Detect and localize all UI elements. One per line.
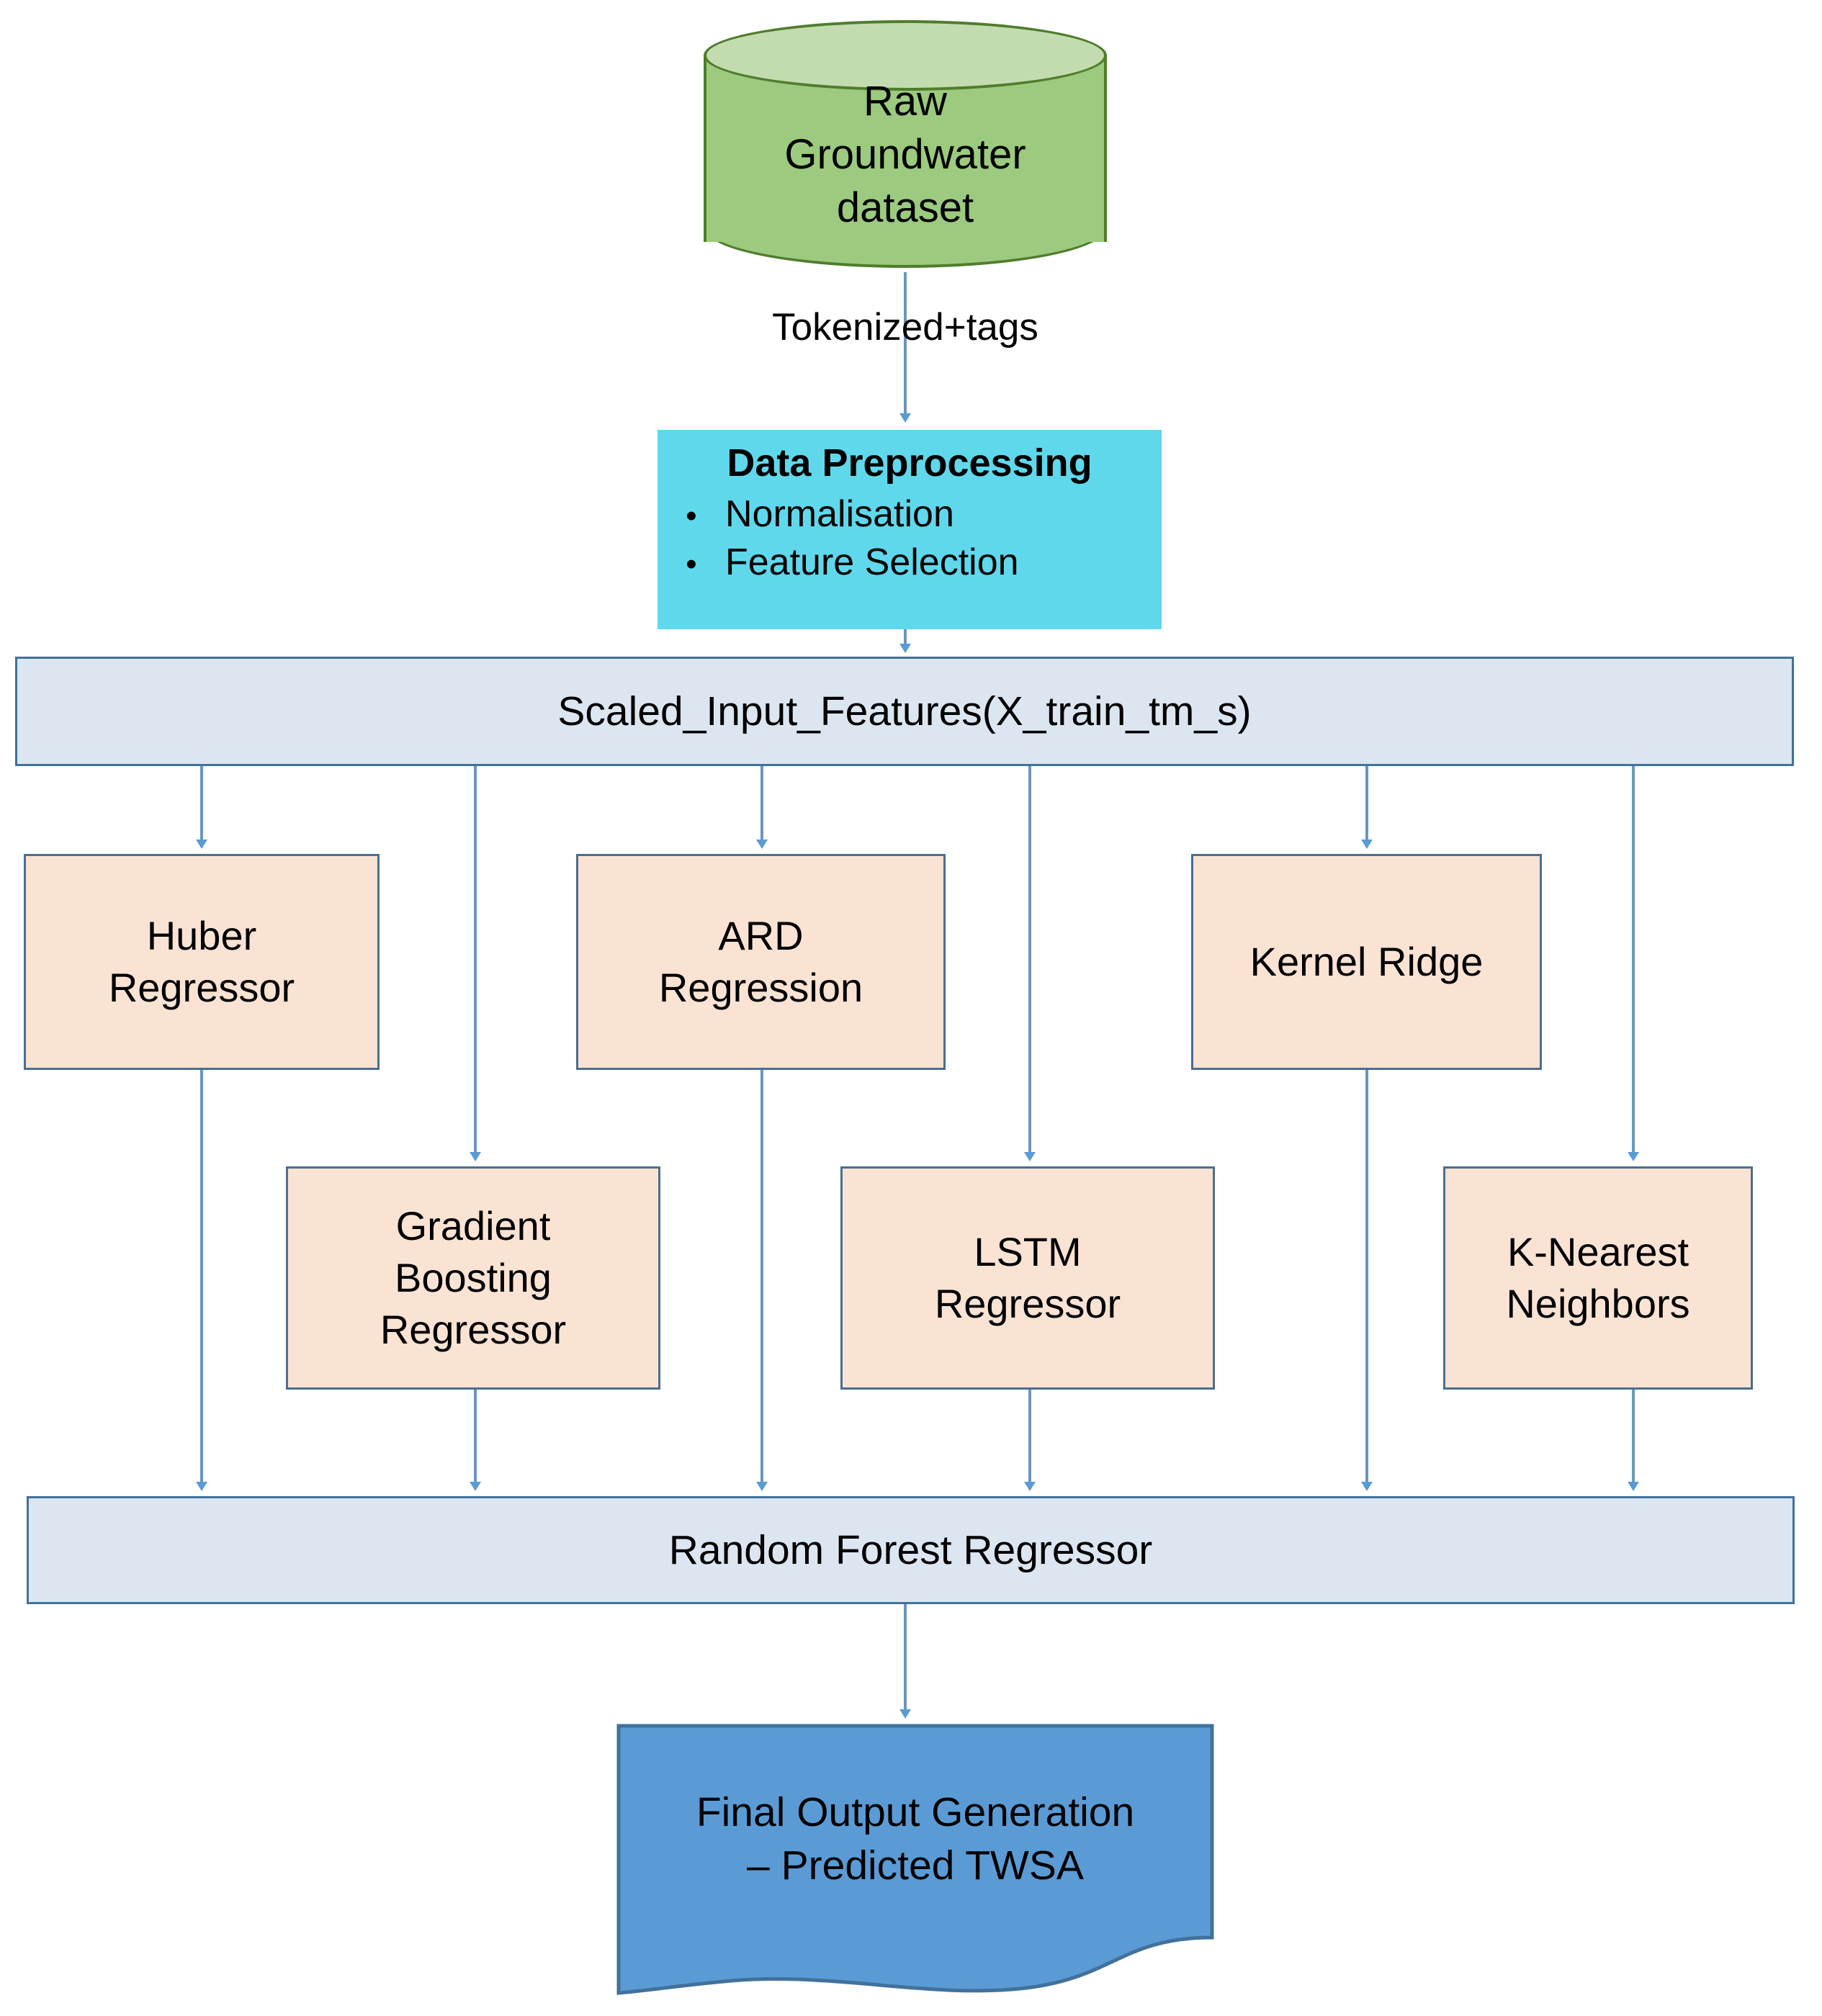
node-random-forest-regressor[interactable]: Random Forest Regressor <box>27 1496 1795 1604</box>
bullet-icon: • <box>686 546 697 582</box>
node-k-nearest-neighbors[interactable]: K-Nearest Neighbors <box>1443 1166 1753 1390</box>
preprocessing-title: Data Preprocessing <box>727 441 1092 485</box>
node-scaled-input-features[interactable]: Scaled_Input_Features(X_train_tm_s) <box>15 657 1794 766</box>
node-raw-groundwater-dataset[interactable]: Raw Groundwater dataset <box>704 20 1107 276</box>
preprocessing-item-feature-selection: • Feature Selection <box>658 539 1162 587</box>
document-shape <box>616 1724 1214 1995</box>
node-data-preprocessing[interactable]: Data Preprocessing • Normalisation • Fea… <box>658 430 1162 629</box>
preprocessing-item-label: Feature Selection <box>725 541 1019 584</box>
preprocessing-item-normalisation: • Normalisation <box>658 490 1162 539</box>
edge-label-tokenized-tags: Tokenized+tags <box>772 306 1038 348</box>
node-lstm-regressor[interactable]: LSTM Regressor <box>840 1166 1215 1390</box>
cylinder-top-ellipse <box>704 20 1107 91</box>
node-ard-regression[interactable]: ARD Regression <box>576 854 946 1070</box>
preprocessing-bullet-list: • Normalisation • Feature Selection <box>658 490 1162 588</box>
node-label-final-output: Final Output Generation – Predicted TWSA <box>696 1788 1135 1889</box>
node-huber-regressor[interactable]: Huber Regressor <box>24 854 380 1070</box>
node-label-raw-dataset: Raw Groundwater dataset <box>784 77 1026 232</box>
node-final-output-generation[interactable]: Final Output Generation – Predicted TWSA <box>616 1724 1214 1997</box>
node-gradient-boosting-regressor[interactable]: Gradient Boosting Regressor <box>286 1166 660 1390</box>
preprocessing-item-label: Normalisation <box>725 492 954 535</box>
node-kernel-ridge[interactable]: Kernel Ridge <box>1191 854 1542 1070</box>
bullet-icon: • <box>686 498 697 534</box>
